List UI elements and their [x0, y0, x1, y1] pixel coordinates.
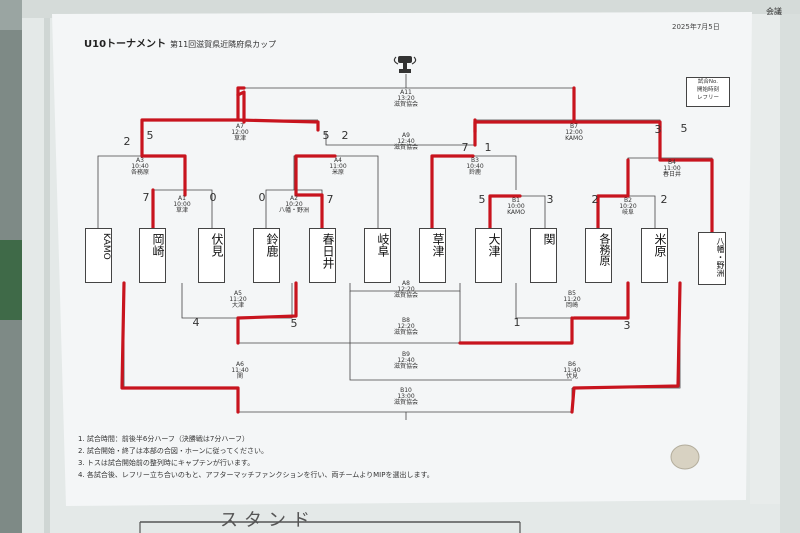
team-box-okazaki: 岡崎	[139, 228, 166, 283]
score-b1-right: 3	[546, 193, 554, 206]
team-box-kakamigahara: 各務原	[585, 228, 612, 283]
score-a5-right: 5	[290, 317, 298, 330]
note-4: 4. 各試合後、レフリー立ち合いのもと、アフターマッチファンクションを行い、両チ…	[78, 471, 434, 479]
score-b2-right: 2	[660, 193, 668, 206]
score-a2-right: 7	[326, 193, 334, 206]
team-box-maibara: 米原	[641, 228, 668, 283]
team-box-fushimi: 伏見	[198, 228, 225, 283]
team-box-otsu: 大津	[475, 228, 502, 283]
score-a4-left: 5	[322, 129, 330, 142]
team-box-kamo: KAMO	[85, 228, 112, 283]
team-box-kusatsu: 草津	[419, 228, 446, 283]
score-a1-right: 0	[209, 191, 217, 204]
team-box-hachiman-yasu: 八幡・野洲	[698, 232, 726, 285]
legend-referee: レフリー	[696, 95, 719, 101]
tournament-title: U10トーナメント	[84, 39, 167, 50]
score-a3-right: 5	[146, 129, 154, 142]
team-box-seki: 関	[530, 228, 557, 283]
bracket-sheet	[52, 12, 752, 506]
trophy-icon	[393, 56, 417, 73]
score-b2-left: 2	[591, 193, 599, 206]
score-b1-left: 5	[478, 193, 486, 206]
score-b5-right: 3	[623, 319, 631, 332]
legend-match-no: 試合No.	[697, 79, 719, 85]
note-1: 1. 試合時間：前後半6分ハーフ（決勝戦は7分ハーフ）	[78, 435, 249, 443]
score-b4-right: 5	[680, 122, 688, 135]
whiteboard-text: スタンド	[220, 510, 316, 531]
score-b5-left: 1	[513, 316, 521, 329]
score-b4-left: 3	[654, 123, 662, 136]
score-a5-left: 4	[192, 316, 200, 329]
note-3: 3. トスは試合開始前の整列時にキャプテンが行います。	[78, 459, 255, 467]
team-box-kasugai: 春日井	[309, 228, 336, 283]
legend-start-time: 開始時刻	[696, 87, 719, 93]
winner-paths	[120, 86, 714, 414]
magnet	[670, 444, 700, 470]
corner-label: 会議	[766, 7, 782, 16]
tournament-subtitle: 第11回滋賀県近隣府県カップ	[170, 40, 277, 49]
match-legend: 試合No. 開始時刻 レフリー	[686, 77, 730, 107]
score-a2-left: 0	[258, 191, 266, 204]
team-box-gifu: 岐阜	[364, 228, 391, 283]
score-a1-left: 7	[142, 191, 150, 204]
team-box-suzuka: 鈴鹿	[253, 228, 280, 283]
score-b3-left: 7	[461, 141, 469, 154]
tournament-date: 2025年7月5日	[672, 23, 720, 31]
score-b3-right: 1	[484, 141, 492, 154]
note-2: 2. 試合開始・終了は本部の合図・ホーンに従ってください。	[78, 447, 268, 455]
score-a3-left: 2	[123, 135, 131, 148]
score-a4-right: 2	[341, 129, 349, 142]
